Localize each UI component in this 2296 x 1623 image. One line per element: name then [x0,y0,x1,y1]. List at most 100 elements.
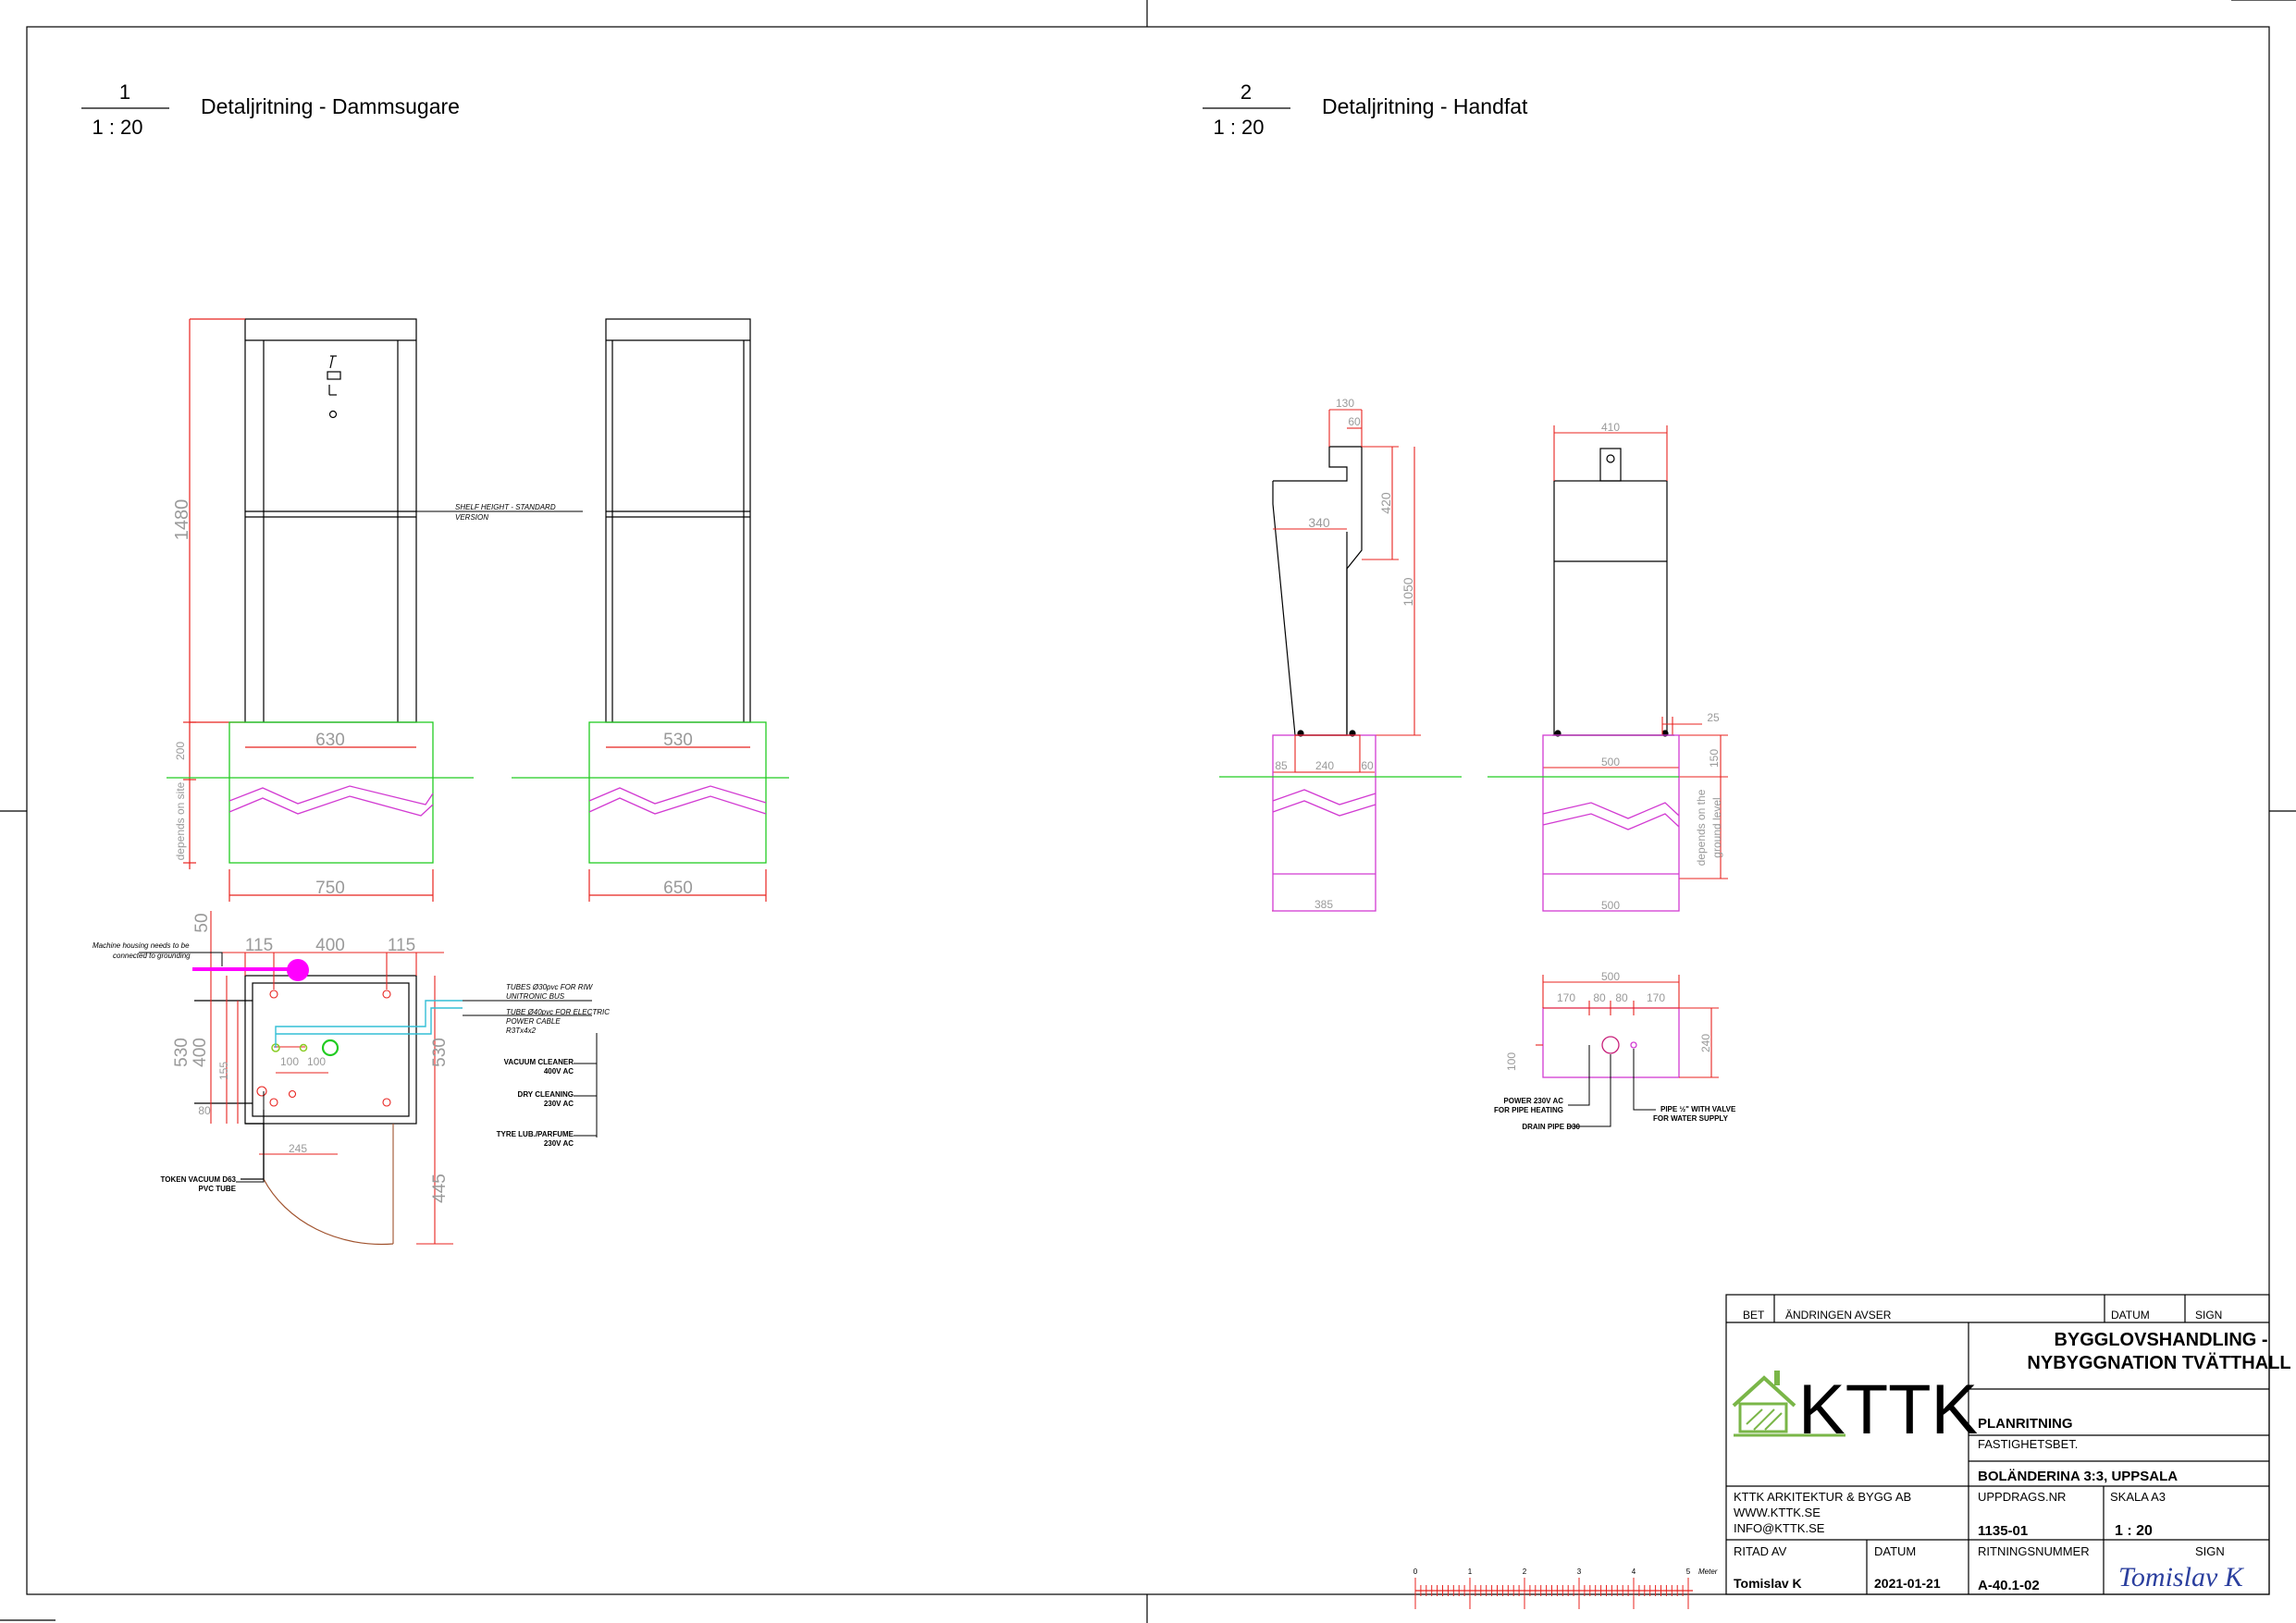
dim-500b: 500 [1601,899,1620,912]
vacuum-cleaner-label: VACUUM CLEANER [504,1058,574,1066]
skala-value: 1 : 20 [2115,1523,2153,1539]
tube-note-4: POWER CABLE [506,1017,561,1026]
dim-depends-2: ground level [1710,797,1723,857]
fastighet-value: BOLÄNDERINA 3:3, UPPSALA [1978,1469,2178,1484]
dim-170b: 170 [1647,991,1665,1004]
sink-side-elevation: 130 60 420 340 1050 85 240 60 385 [1219,397,1462,912]
scale-bar: 0 1 2 3 4 5 Meter [1413,1568,1718,1609]
dim-500: 500 [1601,970,1620,983]
dim-150: 150 [1708,749,1721,768]
dim-60: 60 [1348,415,1361,428]
shelf-note-2: VERSION [455,513,488,522]
scale-unit: Meter [1698,1568,1718,1576]
datum-header: DATUM [2111,1309,2150,1322]
power-note-1: POWER 230V AC [1503,1097,1563,1105]
tube-note-3: TUBE Ø40pvc FOR ELECTRIC [506,1008,610,1016]
scale-tick-5: 5 [1686,1568,1691,1576]
tyre-lub-label: TYRE LUB./PARFUME [497,1130,574,1138]
vacuum-plan-view: Machine housing needs to be connected to… [93,911,610,1246]
project-title-1: BYGGLOVSHANDLING - [2054,1330,2267,1350]
dim-155: 155 [217,1062,230,1080]
datum-value: 2021-01-21 [1874,1576,1941,1591]
vacuum-front-elevation: 1480 630 200 depends on site 750 SHELF H… [167,318,583,902]
power-note-2: FOR PIPE HEATING [1494,1106,1563,1114]
dim-385: 385 [1315,898,1333,911]
dry-cleaning-voltage: 230V AC [544,1100,574,1108]
ritnr-value: A-40.1-02 [1978,1578,2040,1593]
kttk-logo: KTTK [1732,1371,1978,1449]
dim-530-right: 530 [430,1038,450,1067]
dim-1050: 1050 [1401,577,1415,606]
dim-80b: 80 [1615,991,1628,1004]
ritnr-label: RITNINGSNUMMER [1978,1544,2090,1558]
sink-front-elevation: 410 25 500 150 depends on the ground lev… [1487,421,1728,912]
dim-height: 1480 [172,499,192,541]
dim-530-left: 530 [172,1038,191,1067]
pipe-note-1: PIPE ½" WITH VALVE [1660,1105,1736,1113]
tube-note-2: UNITRONIC BUS [506,992,565,1001]
scale-tick-4: 4 [1632,1568,1636,1576]
logo-text: KTTK [1798,1371,1978,1449]
tube-note-1: TUBES Ø30pvc FOR RIW [506,983,594,991]
ritad-label: RITAD AV [1734,1544,1787,1558]
tube-note-5: R3Tx4x2 [506,1027,537,1035]
scale-tick-1: 1 [1468,1568,1473,1576]
bet-header: BET [1743,1309,1765,1322]
view-number: 2 [1241,80,1252,104]
dim-170a: 170 [1557,991,1575,1004]
dim-245: 245 [289,1142,307,1155]
scale-tick-3: 3 [1577,1568,1582,1576]
dim-60b: 60 [1361,759,1374,772]
dim-420: 420 [1378,492,1393,514]
dim-240: 240 [1699,1034,1712,1052]
dim-340: 340 [1308,515,1330,530]
dim-80: 80 [198,1104,211,1117]
title-block: BET ÄNDRINGEN AVSER DATUM SIGN BYGGLOVSH… [1725,1294,2291,1595]
dim-445: 445 [430,1174,450,1203]
shelf-note-1: SHELF HEIGHT - STANDARD [455,503,556,511]
dim-100a: 100 [280,1055,299,1068]
view-title: Detaljritning - Handfat [1322,94,1528,118]
sign-label: SIGN [2195,1544,2225,1558]
dim-400: 400 [315,936,345,955]
dim-400-left: 400 [191,1038,210,1067]
uppdrag-value: 1135-01 [1978,1523,2028,1539]
view-scale: 1 : 20 [1213,116,1264,139]
view-number: 1 [119,80,130,104]
dim-base-depth: depends on site [174,781,187,860]
dim-side-base-width: 650 [663,879,693,898]
uppdrag-label: UPPDRAGS.NR [1978,1490,2066,1504]
dim-85: 85 [1275,759,1288,772]
vacuum-cleaner-voltage: 400V AC [544,1067,574,1076]
skala-label: SKALA A3 [2110,1490,2166,1504]
drain-note: DRAIN PIPE D30 [1522,1123,1580,1131]
dim-width: 630 [315,731,345,750]
datum-label: DATUM [1874,1544,1916,1558]
pipe-note-2: FOR WATER SUPPLY [1653,1114,1729,1123]
project-title-2: NYBYGGNATION TVÄTTHALL [2027,1352,2290,1373]
dim-50: 50 [192,913,212,932]
company-web: WWW.KTTK.SE [1734,1506,1821,1519]
view-title: Detaljritning - Dammsugare [201,94,460,118]
dim-side-width: 530 [663,731,693,750]
fastighet-label: FASTIGHETSBET. [1978,1437,2078,1451]
company-name: KTTK ARKITEKTUR & BYGG AB [1734,1490,1911,1504]
drawing-type: PLANRITNING [1978,1416,2073,1432]
dim-500: 500 [1601,756,1620,768]
view-header-2: 2 1 : 20 Detaljritning - Handfat [1203,80,1528,139]
tyre-lub-voltage: 230V AC [544,1139,574,1148]
dim-100: 100 [1505,1052,1518,1071]
dim-410: 410 [1601,421,1620,434]
dim-130: 130 [1336,397,1354,410]
andringen-header: ÄNDRINGEN AVSER [1785,1309,1892,1322]
dim-depends: depends on the [1695,789,1708,866]
signature: Tomislav K [2118,1562,2245,1592]
sign-header: SIGN [2195,1309,2222,1322]
view-scale: 1 : 20 [92,116,142,139]
dim-240: 240 [1315,759,1334,772]
grounding-note-1: Machine housing needs to be [93,941,190,950]
grounding-note-2: connected to grounding [113,952,191,960]
dim-115a: 115 [245,936,273,955]
